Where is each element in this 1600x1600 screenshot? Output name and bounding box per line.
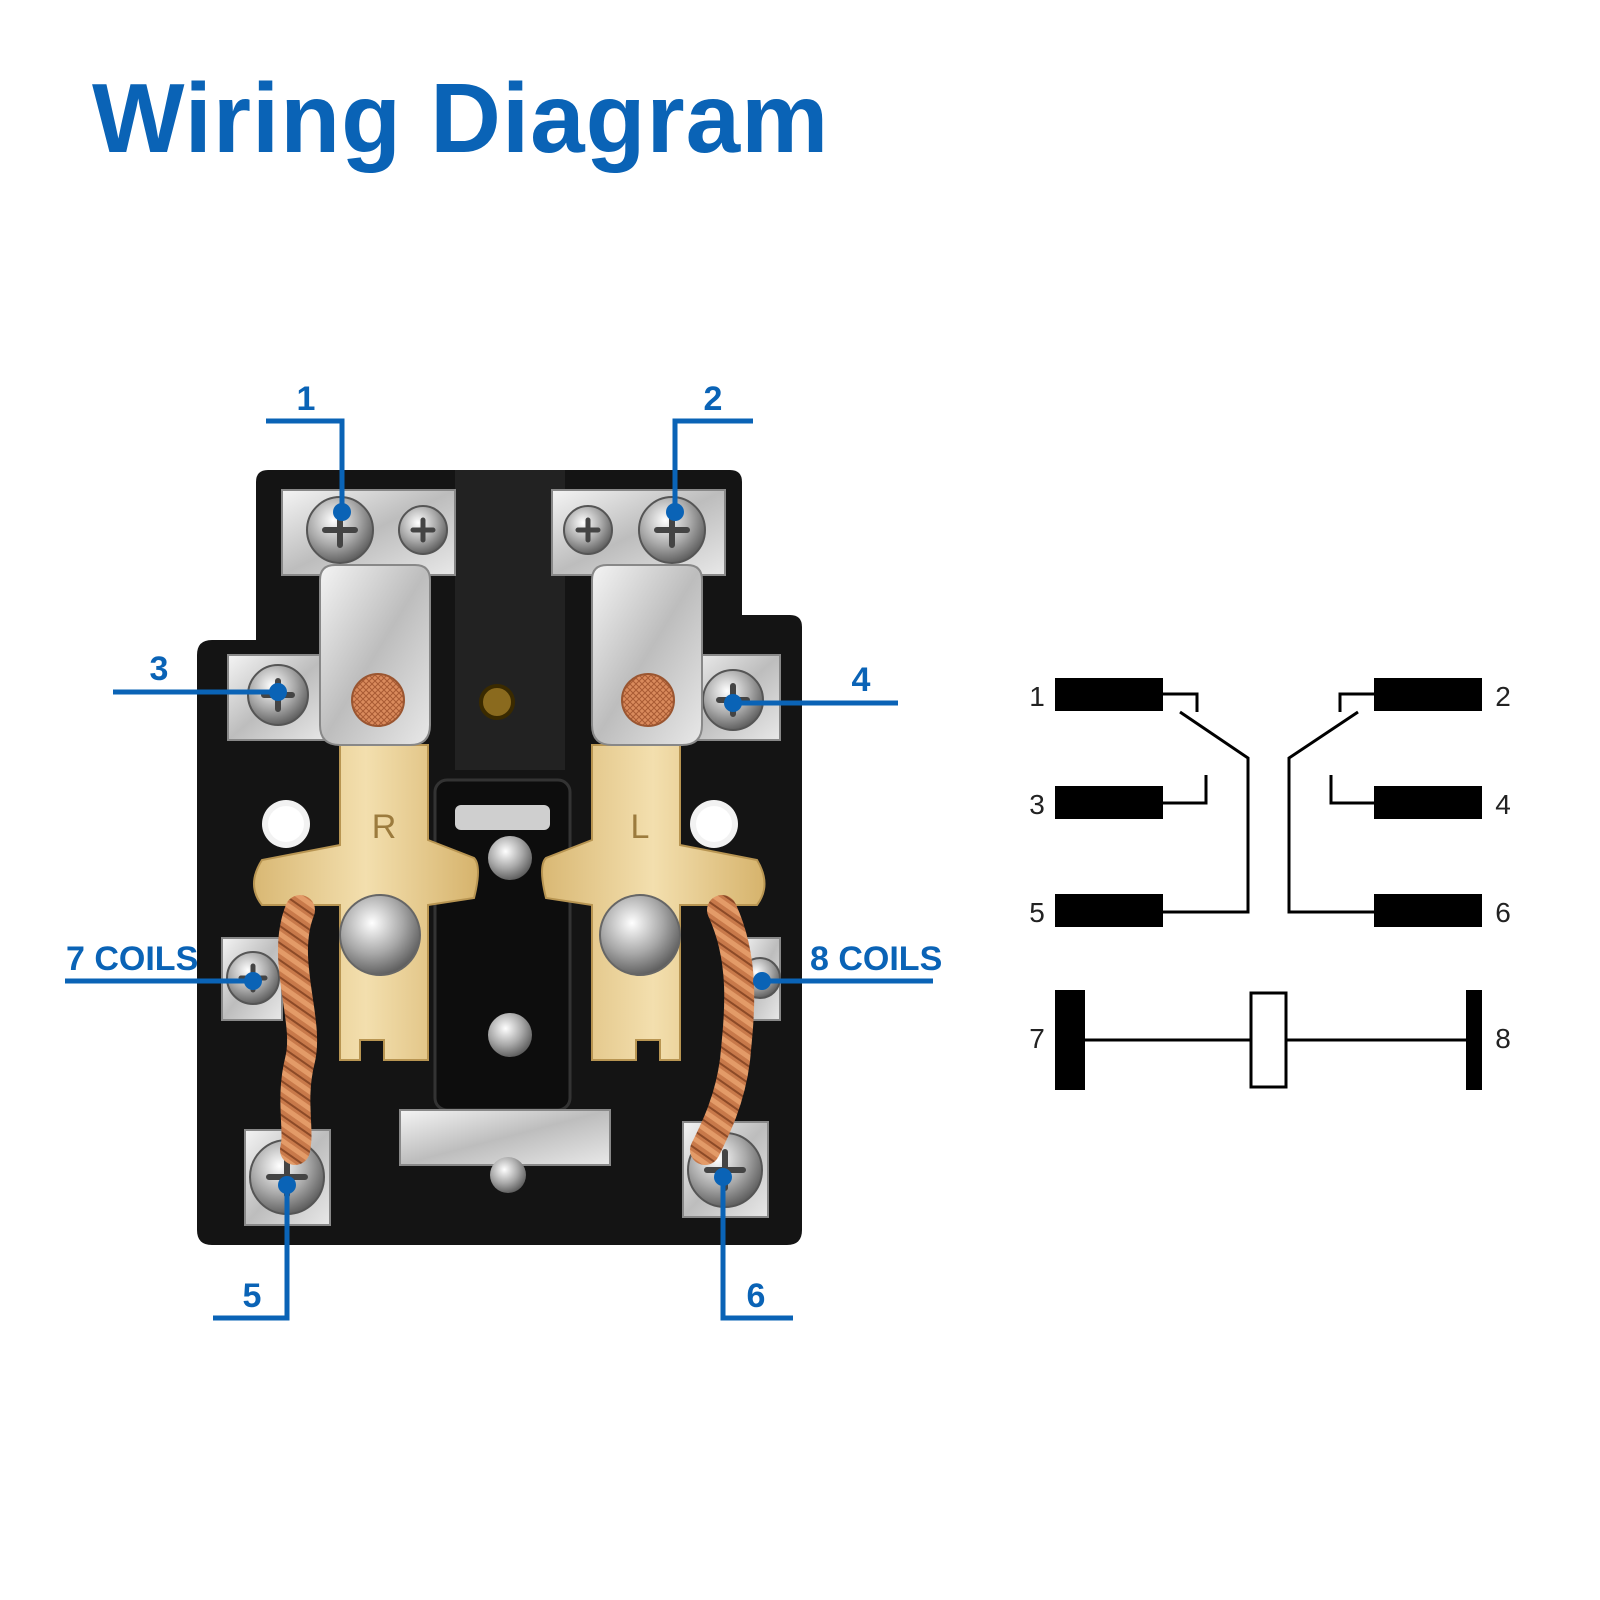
photo-callout-labels: 1 2 3 4 7 COILS 8 COILS 5 6: [66, 380, 942, 1315]
schematic-terminal-1: [1055, 678, 1163, 711]
schematic-coil-terminal-8: [1466, 990, 1482, 1090]
callout-line-1: [266, 418, 345, 512]
housing-mount-hole-left-inner: [268, 806, 304, 842]
relay-photo: R L: [197, 470, 802, 1245]
callout-label-4: 4: [852, 661, 871, 699]
housing-mount-hole-right-inner: [696, 806, 732, 842]
schematic-pin-7: 7: [1029, 1023, 1045, 1054]
callout-label-3: 3: [150, 650, 169, 688]
callout-dot-5: [278, 1176, 296, 1194]
callout-label-5: 5: [243, 1277, 262, 1315]
brass-arm-left-rivet: [599, 894, 681, 976]
schematic-terminal-2: [1374, 678, 1482, 711]
schematic-coil-terminal-7: [1055, 990, 1085, 1090]
housing-center-channel: [455, 470, 565, 770]
schematic-pin-5: 5: [1029, 897, 1045, 928]
bottom-bracket: [399, 1109, 611, 1166]
bottom-bracket-screw: [490, 1157, 526, 1193]
relay-schematic: 1 3 5 7 2 4 6 8: [1029, 678, 1511, 1090]
screw-2b: [563, 505, 613, 555]
stamped-l: L: [631, 808, 650, 846]
armature-rivet-bottom: [488, 1013, 532, 1057]
braided-wire-right: [690, 895, 755, 1165]
callout-label-1: 1: [297, 380, 316, 418]
page-title: Wiring Diagram: [92, 63, 830, 173]
callout-dot-7: [244, 972, 262, 990]
callout-dot-8: [753, 972, 771, 990]
schematic-terminal-5: [1055, 894, 1163, 927]
callout-dot-3: [269, 683, 287, 701]
screw-2: [638, 496, 706, 564]
schematic-pin-2: 2: [1495, 681, 1511, 712]
callout-dot-1: [333, 503, 351, 521]
callout-line-5: [213, 1185, 290, 1321]
schematic-terminal-6: [1374, 894, 1482, 927]
callout-dot-6: [714, 1168, 732, 1186]
callout-label-6: 6: [747, 1277, 766, 1315]
schematic-pin-6: 6: [1495, 897, 1511, 928]
armature-rivet-top: [488, 836, 532, 880]
brass-arm-right-rivet: [339, 894, 421, 976]
schematic-pin-4: 4: [1495, 789, 1511, 820]
contact-pad-right: [351, 673, 405, 727]
armature-plate: [455, 805, 550, 830]
schematic-pin-8: 8: [1495, 1023, 1511, 1054]
schematic-coil: [1249, 991, 1288, 1089]
callout-label-2: 2: [704, 380, 723, 418]
screw-1b: [398, 505, 448, 555]
callout-label-7: 7 COILS: [66, 940, 198, 978]
center-pin: [479, 684, 515, 720]
schematic-pin-1: 1: [1029, 681, 1045, 712]
callout-label-8: 8 COILS: [810, 940, 942, 978]
schematic-terminal-3: [1055, 786, 1163, 819]
schematic-terminal-4: [1374, 786, 1482, 819]
contact-pad-left: [621, 673, 675, 727]
photo-callouts: [65, 418, 933, 1321]
callout-line-6: [720, 1177, 793, 1321]
stamped-r: R: [372, 808, 397, 846]
callout-dot-2: [666, 503, 684, 521]
braided-wire-left: [278, 895, 318, 1165]
callout-dot-4: [724, 694, 742, 712]
schematic-pin-3: 3: [1029, 789, 1045, 820]
schematic-switch-right: [1287, 692, 1374, 914]
callout-line-2: [672, 418, 753, 512]
photo-callout-dots: [244, 503, 771, 1194]
schematic-switch-left: [1163, 692, 1250, 914]
